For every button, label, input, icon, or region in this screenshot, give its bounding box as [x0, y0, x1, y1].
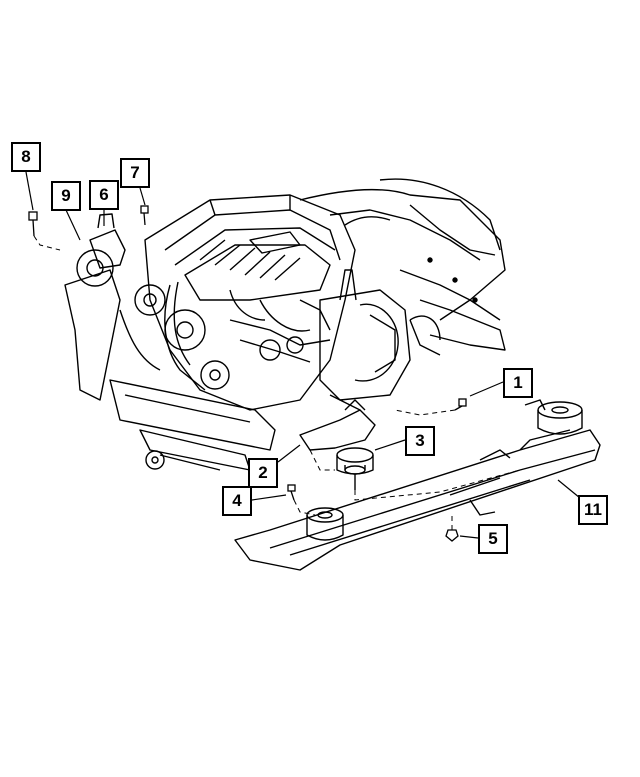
alignment-line-bracket-2 [309, 449, 335, 471]
callout-11[interactable]: 11 [578, 495, 608, 525]
bolt-item-8 [28, 211, 38, 237]
bolt-item-7 [140, 205, 149, 226]
mount-bracket [299, 399, 376, 451]
callout-5[interactable]: 5 [478, 524, 508, 554]
leader-line-4 [251, 494, 287, 501]
callout-8b[interactable]: 8 [11, 142, 41, 172]
vehicle-body-frame [299, 178, 506, 356]
leader-line-9 [65, 209, 81, 241]
callout-1[interactable]: 1 [503, 368, 533, 398]
left-frame-rail [64, 269, 276, 471]
bolt-item-4 [287, 484, 296, 501]
alignment-line-bolt-1 [394, 409, 456, 416]
alignment-line-bolt-8 [33, 235, 61, 251]
alignment-line-mount-3 [354, 469, 521, 501]
callout-4[interactable]: 4 [222, 486, 252, 516]
leader-line-2 [277, 444, 301, 463]
callout-7[interactable]: 7 [120, 158, 150, 188]
leader-line-1 [469, 381, 504, 397]
callout-9[interactable]: 9 [51, 181, 81, 211]
nut-item-5 [445, 529, 459, 542]
leader-line-5 [459, 535, 479, 539]
callout-3[interactable]: 3 [405, 426, 435, 456]
engine-mount-insulator [336, 447, 374, 490]
leader-line-11 [557, 479, 581, 499]
front-crossmember [234, 399, 601, 571]
leader-line-7 [139, 187, 146, 206]
transaxle [319, 269, 441, 411]
leader-line-3 [374, 439, 406, 451]
alignment-line-bolt-4 [293, 499, 316, 516]
callout-6[interactable]: 6 [89, 180, 119, 210]
bolt-item-1 [454, 398, 467, 411]
upper-mount-bracket [89, 213, 126, 269]
leader-line-8 [25, 171, 34, 211]
engine-block [76, 194, 356, 411]
callout-2[interactable]: 2 [248, 458, 278, 488]
